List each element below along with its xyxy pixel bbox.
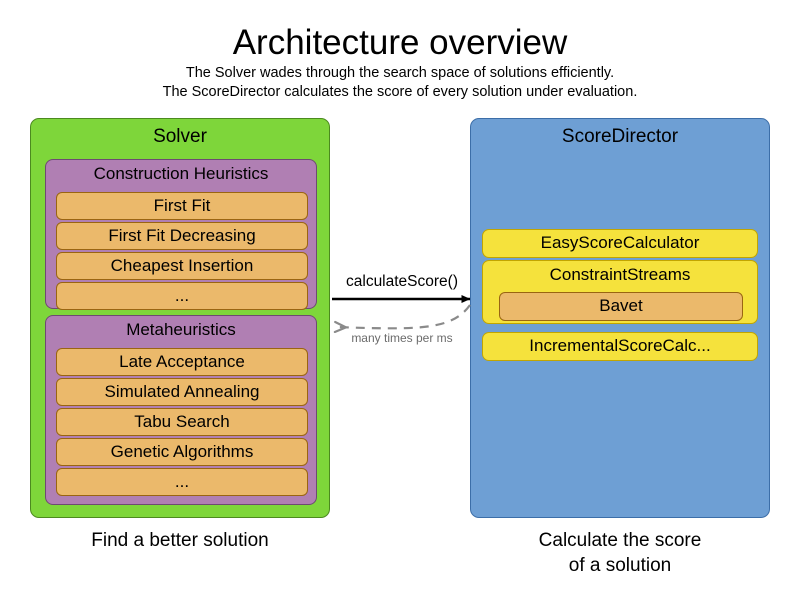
easy-score-calculator-box[interactable]: EasyScoreCalculator <box>482 229 758 258</box>
construction-heuristics-title: Construction Heuristics <box>93 164 269 183</box>
solver-panel[interactable]: Solver Construction Heuristics First Fit… <box>30 118 330 518</box>
list-item[interactable]: First Fit Decreasing <box>56 222 308 250</box>
constraint-streams-box[interactable]: ConstraintStreams Bavet <box>482 260 758 324</box>
bavet-box[interactable]: Bavet <box>499 292 743 321</box>
list-item[interactable]: Genetic Algorithms <box>56 438 308 466</box>
list-item[interactable]: Cheapest Insertion <box>56 252 308 280</box>
score-director-caption-line-1: Calculate the score <box>538 530 702 551</box>
solver-caption: Find a better solution <box>91 530 269 551</box>
many-times-per-ms-label: many times per ms <box>351 331 453 345</box>
list-item[interactable]: ... <box>56 468 308 496</box>
subtitle-line-2: The ScoreDirector calculates the score o… <box>162 84 638 100</box>
list-item[interactable]: ... <box>56 282 308 310</box>
metaheuristics-title: Metaheuristics <box>126 320 236 339</box>
many-times-per-ms-arrow <box>336 304 471 328</box>
solver-panel-title: Solver <box>153 126 207 147</box>
score-director-caption: Calculate the score of a solution <box>470 528 770 578</box>
score-director-panel[interactable]: ScoreDirector EasyScoreCalculator Constr… <box>470 118 770 518</box>
construction-heuristics-group[interactable]: Construction Heuristics First Fit First … <box>45 159 317 310</box>
page-title: Architecture overview <box>232 23 568 62</box>
list-item[interactable]: Simulated Annealing <box>56 378 308 406</box>
page-header: Architecture overview The Solver wades t… <box>0 22 800 102</box>
list-item[interactable]: Late Acceptance <box>56 348 308 376</box>
list-item[interactable]: Tabu Search <box>56 408 308 436</box>
subtitle-line-1: The Solver wades through the search spac… <box>185 65 615 81</box>
calculate-score-label: calculateScore() <box>346 273 458 290</box>
incremental-score-calculator-box[interactable]: IncrementalScoreCalc... <box>482 332 758 361</box>
metaheuristics-group[interactable]: Metaheuristics Late Acceptance Simulated… <box>45 315 317 505</box>
list-item[interactable]: First Fit <box>56 192 308 220</box>
score-director-caption-line-2: of a solution <box>568 555 672 576</box>
constraint-streams-label: ConstraintStreams <box>549 265 691 284</box>
score-director-panel-title: ScoreDirector <box>561 126 679 147</box>
